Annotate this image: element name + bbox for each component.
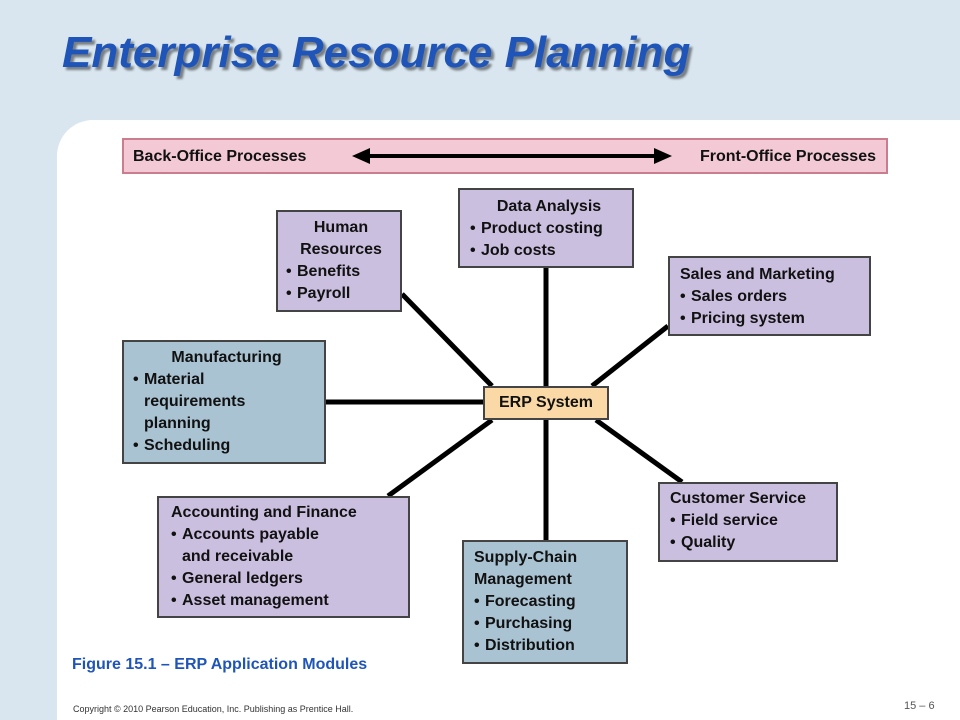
double-arrow-icon	[352, 148, 672, 164]
copyright-notice: Copyright © 2010 Pearson Education, Inc.…	[73, 704, 354, 714]
back-office-label: Back-Office Processes	[133, 148, 307, 165]
data-analysis-module: Data Analysis Product costing Job costs	[458, 188, 634, 268]
sales-marketing-module: Sales and Marketing Sales orders Pricing…	[668, 256, 871, 336]
list-item: Accounts payable and receivable	[171, 524, 404, 568]
list-item: Job costs	[470, 240, 628, 262]
connector-human-resources	[400, 292, 494, 388]
list-item: Forecasting	[474, 591, 622, 613]
erp-system-box: ERP System	[483, 386, 609, 420]
connector-sales-marketing	[590, 324, 670, 388]
accounting-finance-module: Accounting and Finance Accounts payable …	[157, 496, 410, 618]
list-item: Payroll	[286, 283, 396, 305]
list-item: Sales orders	[680, 286, 865, 308]
list-item: Pricing system	[680, 308, 865, 330]
list-item: Material requirements planning	[133, 369, 320, 435]
list-item-line: Material	[144, 371, 205, 388]
human-resources-module: Human Resources Benefits Payroll	[276, 210, 402, 312]
human-resources-title-1: Human	[313, 219, 369, 236]
list-item: Distribution	[474, 635, 622, 657]
list-item: Quality	[670, 532, 832, 554]
list-item: Benefits	[286, 261, 396, 283]
list-item-line: planning	[144, 415, 211, 432]
sales-marketing-title: Sales and Marketing	[680, 266, 835, 283]
front-office-label: Front-Office Processes	[699, 148, 876, 165]
connector-customer-service	[594, 417, 684, 485]
page-number: 15 – 6	[904, 700, 935, 712]
list-item-line: Accounts payable	[182, 526, 319, 543]
supply-chain-title-2: Management	[474, 571, 572, 588]
customer-service-module: Customer Service Field service Quality	[658, 482, 838, 562]
customer-service-title: Customer Service	[670, 490, 807, 507]
accounting-finance-title: Accounting and Finance	[171, 504, 357, 521]
list-item: Purchasing	[474, 613, 622, 635]
figure-caption: Figure 15.1 – ERP Application Modules	[72, 656, 368, 673]
manufacturing-title: Manufacturing	[171, 349, 282, 366]
list-item: Field service	[670, 510, 832, 532]
supply-chain-module: Supply-Chain Management Forecasting Purc…	[462, 540, 628, 664]
list-item: Asset management	[171, 590, 404, 612]
human-resources-title-2: Resources	[300, 241, 382, 258]
connector-accounting	[386, 417, 494, 499]
list-item: Product costing	[470, 218, 628, 240]
process-band: Back-Office Processes Front-Office Proce…	[122, 138, 888, 174]
list-item-line: and receivable	[182, 548, 294, 565]
list-item: Scheduling	[133, 435, 320, 457]
manufacturing-module: Manufacturing Material requirements plan…	[122, 340, 326, 464]
list-item: General ledgers	[171, 568, 404, 590]
slide-title: Enterprise Resource Planning	[62, 28, 691, 77]
list-item-line: requirements	[144, 393, 246, 410]
data-analysis-title: Data Analysis	[496, 198, 602, 215]
supply-chain-title-1: Supply-Chain	[474, 549, 578, 566]
erp-system-label: ERP System	[499, 394, 593, 411]
